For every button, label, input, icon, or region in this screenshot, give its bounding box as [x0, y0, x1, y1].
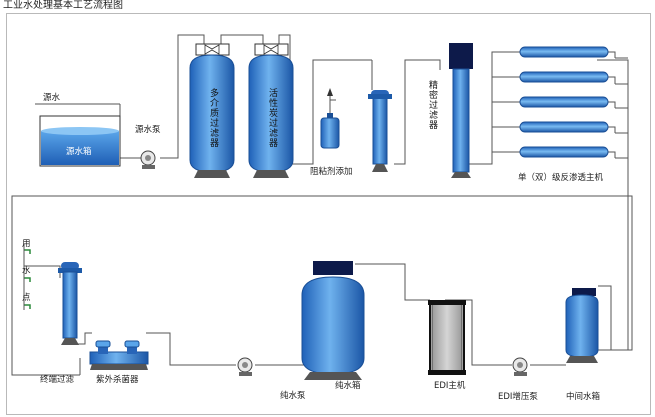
ro-unit-label: 单（双）级反渗透主机 — [518, 172, 604, 183]
uv-sterilizer-unit — [89, 340, 149, 370]
use-point-char-1: 用 — [22, 239, 31, 249]
edi-unit — [428, 300, 466, 375]
cartridge-filter-vessel — [368, 90, 392, 172]
source-water-tank: 源水箱 — [39, 115, 121, 167]
pure-water-pump-icon — [237, 357, 253, 376]
use-point-char-3: 点 — [22, 293, 31, 303]
source-pump-icon — [140, 150, 156, 169]
pure-water-tank-vessel — [301, 261, 365, 380]
source-water-label: 源水 — [43, 92, 61, 103]
multi-media-filter-label: 多介质过滤器 — [208, 87, 219, 148]
pure-pump-label: 纯水泵 — [280, 390, 306, 401]
precision-filter-vessel — [449, 43, 473, 178]
edi-pump-label: EDI增压泵 — [498, 391, 538, 402]
terminal-filter-label: 终端过滤 — [40, 374, 75, 385]
use-point-char-2: 水 — [22, 265, 31, 276]
antiscalant-dosing-tank — [320, 88, 340, 149]
uv-sterilizer-label: 紫外杀菌器 — [96, 374, 139, 385]
diagram-title: 工业水处理基本工艺流程图 — [3, 0, 123, 11]
pure-tank-label: 纯水箱 — [335, 380, 361, 391]
use-point-taps — [24, 249, 31, 309]
ro-membrane-rack — [519, 46, 609, 158]
intermediate-tank-vessel — [565, 288, 599, 363]
multi-media-filter-vessel — [189, 43, 235, 178]
carbon-filter-vessel — [248, 43, 294, 178]
carbon-filter-label: 活性炭过滤器 — [267, 87, 278, 148]
source-pump-label: 源水泵 — [135, 124, 161, 135]
terminal-filter-vessel — [58, 262, 82, 345]
source-tank-label: 源水箱 — [66, 146, 92, 157]
antiscalant-label: 阻粘剂添加 — [310, 166, 353, 177]
intermediate-tank-label: 中间水箱 — [566, 391, 601, 402]
precision-filter-label: 精密过滤器 — [427, 79, 438, 130]
edi-pump-icon — [512, 357, 528, 376]
edi-unit-label: EDI主机 — [434, 380, 466, 391]
